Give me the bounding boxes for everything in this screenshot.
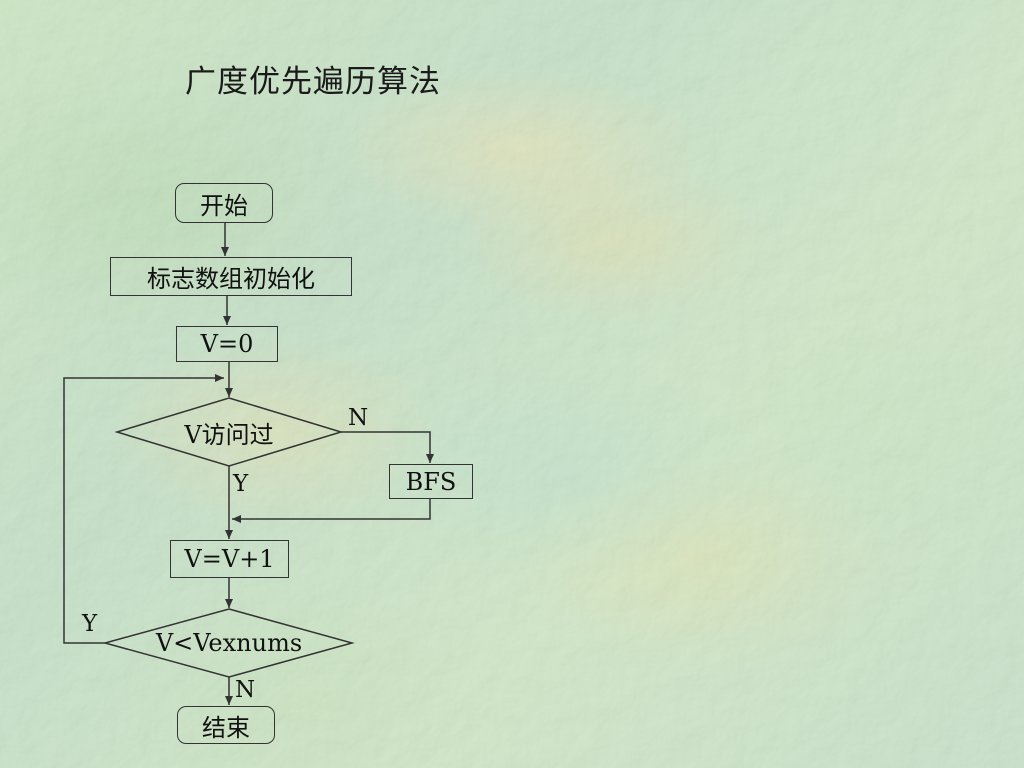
visited-yes-label: Y <box>233 471 249 497</box>
v-zero-node: V=0 <box>176 326 278 362</box>
visited-no-label: N <box>348 405 369 431</box>
compare-decision-label: V<Vexnums <box>155 629 303 657</box>
increment-node: V=V+1 <box>170 540 289 578</box>
compare-yes-label: Y <box>82 611 98 637</box>
page-title: 广度优先遍历算法 <box>185 64 441 100</box>
edge-compare-loop-back <box>63 374 224 644</box>
edge-visited-no-to-bfs <box>341 431 434 463</box>
compare-no-label: N <box>235 677 256 703</box>
visited-decision-label: V访问过 <box>184 420 274 449</box>
start-node: 开始 <box>175 183 273 223</box>
edge-bfs-return <box>232 498 431 523</box>
end-node: 结束 <box>177 706 275 744</box>
bfs-node: BFS <box>389 464 473 499</box>
init-node: 标志数组初始化 <box>110 257 352 296</box>
